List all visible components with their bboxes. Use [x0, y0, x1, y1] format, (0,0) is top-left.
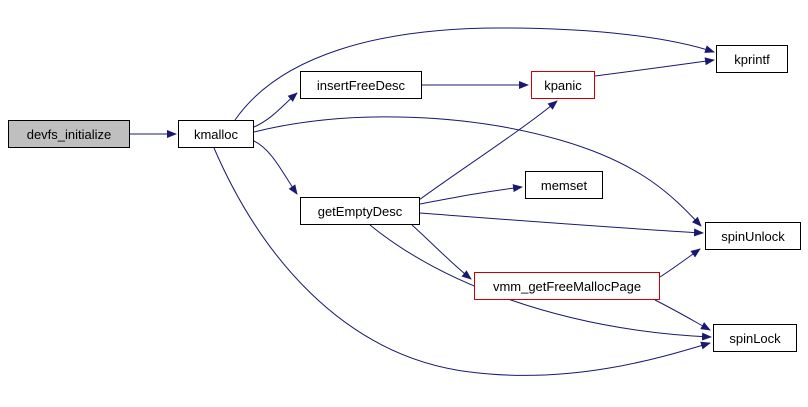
edge-getemptydesc-to-spinunlock	[419, 212, 704, 237]
node-getemptydesc[interactable]: getEmptyDesc	[300, 197, 420, 225]
edge-kpanic-to-kprintf	[594, 57, 715, 77]
node-memset[interactable]: memset	[525, 171, 603, 199]
node-memset-label: memset	[540, 177, 588, 193]
node-getemptydesc-label: getEmptyDesc	[317, 203, 403, 219]
edge-getemptydesc-to-vmm-getfreemallocpage	[411, 224, 472, 280]
edge-vmm-getfreemallocpage-to-spinlock	[654, 299, 711, 331]
node-spinlock-label: spinLock	[729, 330, 781, 346]
edge-kmalloc-to-getemptydesc	[253, 140, 298, 195]
node-insertfreedesc-label: insertFreeDesc	[316, 77, 406, 93]
node-kpanic-label: kpanic	[544, 77, 582, 93]
node-insertfreedesc[interactable]: insertFreeDesc	[300, 71, 422, 99]
node-vmm-getfreemallocpage[interactable]: vmm_getFreeMallocPage	[474, 272, 660, 300]
node-vmm-getfreemallocpage-label: vmm_getFreeMallocPage	[492, 278, 642, 294]
node-spinlock[interactable]: spinLock	[713, 324, 797, 352]
node-spinunlock-label: spinUnlock	[721, 228, 785, 244]
edge-getemptydesc-to-kpanic	[418, 100, 558, 201]
node-kmalloc-label: kmalloc	[193, 126, 239, 142]
edge-kmalloc-to-spinunlock	[253, 116, 702, 227]
node-kprintf-label: kprintf	[734, 51, 770, 67]
node-kpanic[interactable]: kpanic	[531, 71, 595, 99]
node-kprintf[interactable]: kprintf	[716, 45, 788, 73]
node-devfs-initialize: devfs_initialize	[8, 120, 130, 148]
edge-kmalloc-to-kprintf	[234, 27, 715, 121]
node-spinunlock[interactable]: spinUnlock	[705, 222, 801, 250]
node-kmalloc[interactable]: kmalloc	[178, 120, 254, 148]
edge-kmalloc-to-spinlock	[213, 147, 711, 376]
edge-getemptydesc-to-memset	[419, 184, 523, 205]
node-devfs-initialize-label: devfs_initialize	[26, 126, 112, 142]
edge-vmm-getfreemallocpage-to-spinunlock	[659, 248, 701, 278]
edge-kmalloc-to-insertfreedesc	[253, 92, 298, 128]
